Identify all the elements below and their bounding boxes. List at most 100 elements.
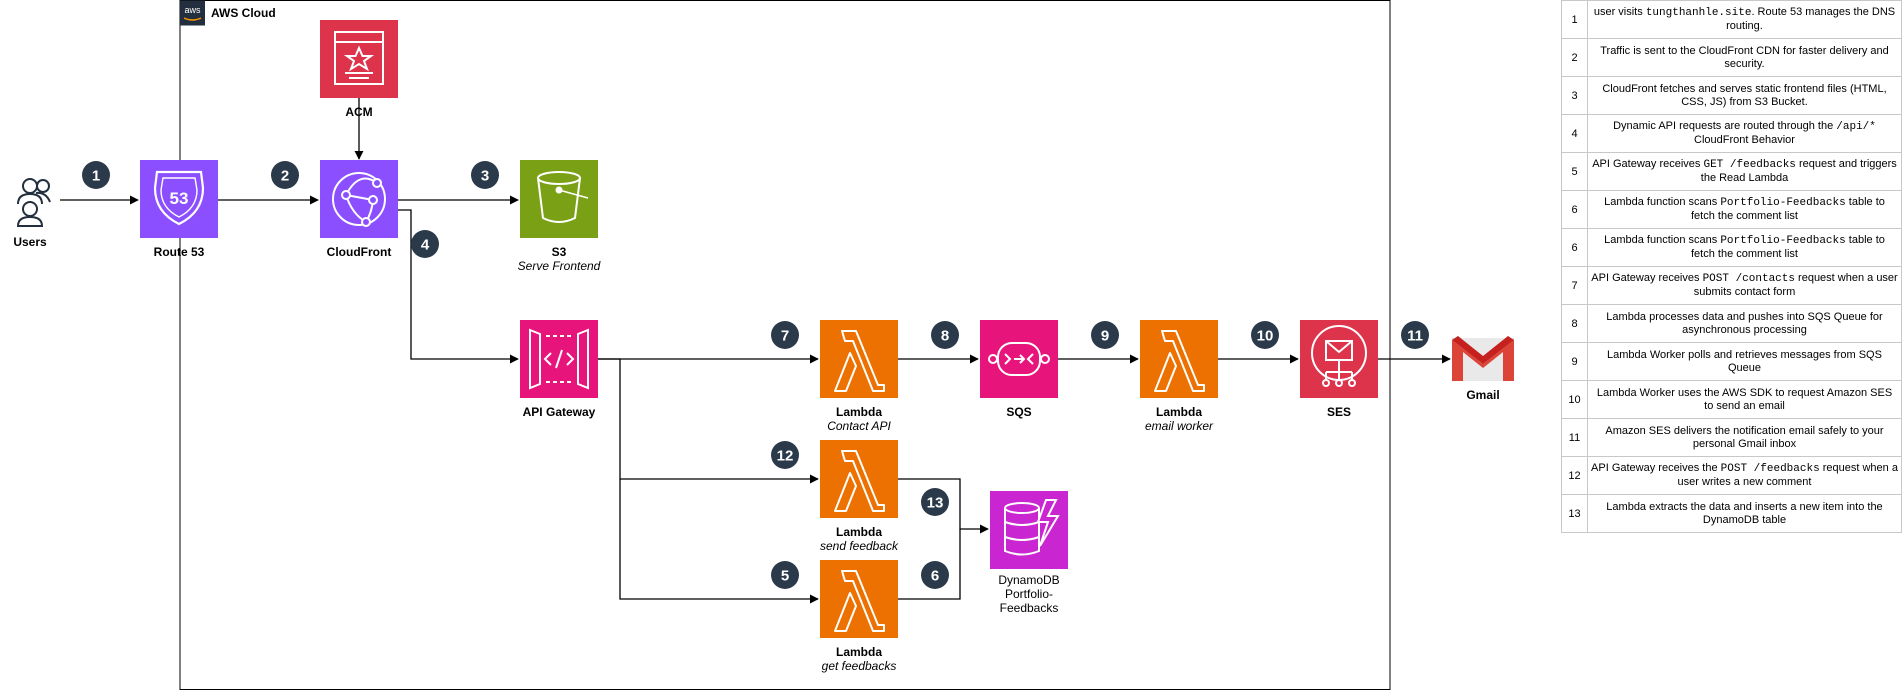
legend-step-description: Dynamic API requests are routed through … xyxy=(1587,114,1902,153)
legend-text-fragment: API Gateway receives the xyxy=(1591,462,1721,474)
legend-text-fragment: table to fetch the comment list xyxy=(1691,196,1885,222)
sqs-node[interactable]: SQS xyxy=(980,320,1058,419)
svg-text:7: 7 xyxy=(781,328,789,345)
legend-step-description: API Gateway receives POST /contacts requ… xyxy=(1587,266,1902,305)
legend-text-fragment: request and triggers the Read Lambda xyxy=(1700,158,1897,184)
legend-step-number: 6 xyxy=(1561,228,1588,267)
acm-label: ACM xyxy=(345,105,372,119)
cloudfront-node[interactable]: CloudFront xyxy=(320,160,398,259)
certificate-icon xyxy=(334,31,384,85)
legend-step-description: Lambda Worker uses the AWS SDK to reques… xyxy=(1587,380,1902,419)
legend-text-fragment: Lambda Worker uses the AWS SDK to reques… xyxy=(1596,386,1893,412)
lambda-icon xyxy=(1154,330,1205,392)
ses-label: SES xyxy=(1327,405,1351,419)
step-12: 12 xyxy=(771,441,799,469)
apigw-node[interactable]: API Gateway xyxy=(520,320,598,419)
legend-code-fragment: Portfolio-Feedbacks xyxy=(1720,197,1846,209)
legend-step-description: Lambda function scans Portfolio-Feedback… xyxy=(1587,228,1902,267)
users-label: Users xyxy=(13,235,47,249)
legend-step-number: 11 xyxy=(1561,418,1588,457)
lambda-get-label: Lambda xyxy=(836,645,882,659)
legend-step-number: 1 xyxy=(1561,0,1588,39)
legend-text-fragment: API Gateway receives xyxy=(1591,272,1703,284)
svg-text:12: 12 xyxy=(777,448,794,465)
gmail-icon[interactable] xyxy=(1451,336,1515,381)
cloudfront-globe-icon xyxy=(332,172,386,227)
acm-node[interactable]: ACM xyxy=(320,20,398,119)
legend-step-number: 3 xyxy=(1561,76,1588,115)
legend-text-fragment: CloudFront Behavior xyxy=(1694,134,1795,146)
legend-step-description: Lambda Worker polls and retrieves messag… xyxy=(1587,342,1902,381)
legend-code-fragment: POST /contacts xyxy=(1702,273,1795,285)
email-service-icon xyxy=(1311,325,1367,387)
legend-step-description: user visits tungthanhle.site. Route 53 m… xyxy=(1587,0,1902,39)
edge-apigw-lambda-send xyxy=(598,358,819,484)
legend-step-description: CloudFront fetches and serves static fro… xyxy=(1587,76,1902,115)
lambda-contact-node[interactable]: Lambda Contact API xyxy=(820,320,898,433)
lambda-email-label: Lambda xyxy=(1156,405,1202,419)
legend-step-number: 13 xyxy=(1561,494,1588,533)
lambda-email-node[interactable]: Lambda email worker xyxy=(1140,320,1218,433)
legend-text-fragment: Lambda Worker polls and retrieves messag… xyxy=(1607,348,1882,374)
legend-text-fragment: user visits xyxy=(1593,6,1646,18)
route53-label: Route 53 xyxy=(154,245,205,259)
svg-text:4: 4 xyxy=(421,237,430,254)
step-9: 9 xyxy=(1091,321,1119,349)
lambda-email-tile[interactable] xyxy=(1140,320,1218,398)
route53-shield-icon xyxy=(153,170,205,226)
lambda-contact-tile[interactable] xyxy=(820,320,898,398)
legend-text-fragment: request when a user writes a new comment xyxy=(1677,462,1898,488)
route53-node[interactable]: 53 Route 53 xyxy=(140,160,218,259)
cloudfront-tile[interactable] xyxy=(320,160,398,238)
dynamodb-node[interactable]: DynamoDB Portfolio- Feedbacks xyxy=(990,491,1068,615)
aws-logo-icon xyxy=(180,0,205,26)
s3-node[interactable]: S3 Serve Frontend xyxy=(518,160,601,273)
legend-step-description: Lambda extracts the data and inserts a n… xyxy=(1587,494,1902,533)
legend-step-number: 8 xyxy=(1561,304,1588,343)
sqs-label: SQS xyxy=(1006,405,1031,419)
legend-step-description: Amazon SES delivers the notification ema… xyxy=(1587,418,1902,457)
legend-text-fragment: Dynamic API requests are routed through … xyxy=(1613,120,1837,132)
lambda-get-node[interactable]: Lambda get feedbacks xyxy=(820,560,898,673)
legend-row: 8 Lambda processes data and pushes into S… xyxy=(1561,304,1902,343)
legend-code-fragment: POST /feedbacks xyxy=(1720,463,1820,475)
svg-text:10: 10 xyxy=(1257,328,1274,345)
legend-text-fragment: Lambda processes data and pushes into SQ… xyxy=(1606,310,1883,336)
gmail-node[interactable]: Gmail xyxy=(1451,336,1515,402)
lambda-icon xyxy=(834,330,885,392)
legend-text-fragment: Lambda function scans xyxy=(1604,234,1721,246)
svg-text:2: 2 xyxy=(281,168,289,185)
ses-node[interactable]: SES xyxy=(1300,320,1378,419)
svg-text:6: 6 xyxy=(931,568,939,585)
dynamodb-label-2: Portfolio- xyxy=(1005,587,1053,601)
aws-cloud-label: AWS Cloud xyxy=(211,6,276,20)
legend-step-number: 5 xyxy=(1561,152,1588,191)
lambda-get-tile[interactable] xyxy=(820,560,898,638)
bucket-icon xyxy=(537,171,589,223)
lambda-send-node[interactable]: Lambda send feedback xyxy=(820,440,899,553)
legend-code-fragment: tungthanhle.site xyxy=(1645,7,1752,19)
legend-step-number: 2 xyxy=(1561,38,1588,77)
lambda-send-label: Lambda xyxy=(836,525,882,539)
svg-text:5: 5 xyxy=(781,568,789,585)
legend-text-fragment: table to fetch the comment list xyxy=(1691,234,1885,260)
svg-text:13: 13 xyxy=(927,495,944,512)
edge-lambda-send-dynamodb xyxy=(898,478,989,534)
svg-text:3: 3 xyxy=(481,168,489,185)
lambda-send-tile[interactable] xyxy=(820,440,898,518)
svg-text:9: 9 xyxy=(1101,328,1109,345)
route53-icon-text: 53 xyxy=(170,189,189,208)
legend-step-number: 12 xyxy=(1561,456,1588,495)
legend-step-description: Lambda processes data and pushes into SQ… xyxy=(1587,304,1902,343)
lambda-contact-sublabel: Contact API xyxy=(827,419,891,433)
step-markers: 1 2 3 4 7 8 9 10 11 12 13 5 6 xyxy=(82,161,1429,589)
legend-text-fragment: Traffic is sent to the CloudFront CDN fo… xyxy=(1600,44,1889,70)
lambda-get-sublabel: get feedbacks xyxy=(822,659,897,673)
step-8: 8 xyxy=(931,321,959,349)
dynamodb-label-1: DynamoDB xyxy=(998,573,1059,587)
